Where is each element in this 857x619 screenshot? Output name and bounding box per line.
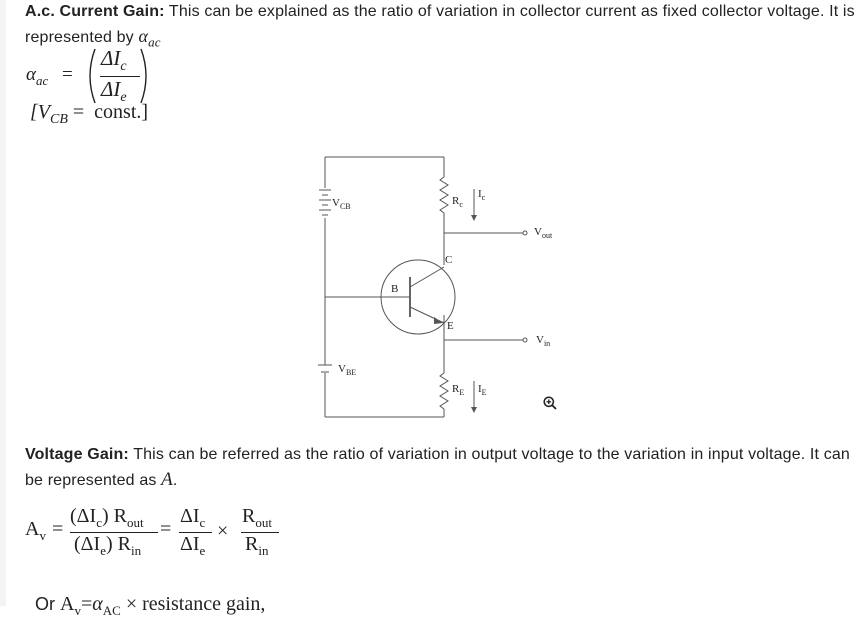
voltage-gain-text: This can be referred as the ratio of var… (25, 446, 850, 489)
or-resistance-gain-line: Or Av=αAC × resistance gain, (35, 593, 266, 618)
emitter-label: E (447, 320, 454, 332)
ie-label: IE (478, 383, 487, 398)
voltage-gain-heading: Voltage Gain: (25, 446, 129, 463)
alpha-ac-symbol: αac (138, 26, 161, 50)
av-fraction-bar-1 (70, 532, 158, 534)
vin-label: Vin (536, 334, 551, 349)
ic-label: Ic (478, 188, 486, 203)
av-denominator-1: (ΔIe) Rin (74, 533, 142, 558)
zoom-in-icon (543, 396, 557, 410)
re-label: RE (452, 383, 465, 398)
ac-current-gain-heading: A.c. Current Gain: (25, 3, 165, 20)
av-numerator-3: Rout (242, 505, 272, 530)
collector-label: C (445, 254, 453, 266)
av-denominator-3: Rin (245, 533, 269, 558)
vbe-label: VBE (338, 363, 357, 378)
left-paren (89, 48, 96, 104)
left-margin-strip (0, 0, 6, 606)
zoom-image-button[interactable] (537, 390, 563, 416)
av-denominator-2: ΔIe (180, 533, 206, 558)
voltage-gain-symbol: A (161, 469, 173, 490)
alpha-ac-numerator: ΔIc (101, 46, 127, 75)
alpha-ac-denominator: ΔIe (101, 77, 127, 106)
av-fraction-bar-3 (241, 532, 279, 534)
ac-current-gain-paragraph: A.c. Current Gain: This can be explained… (25, 0, 855, 55)
voltage-gain-paragraph: Voltage Gain: This can be referred as th… (25, 446, 850, 490)
av-numerator-1: (ΔIc) Rout (70, 505, 144, 530)
fraction-bar (100, 76, 140, 78)
right-paren (140, 48, 147, 104)
av-fraction-bar-2 (179, 532, 212, 534)
vcb-constant-condition: [VCB = const.] (30, 101, 149, 127)
vout-label: Vout (534, 226, 553, 241)
ac-current-gain-text: This can be explained as the ratio of va… (25, 3, 855, 46)
vcb-label: VCB (332, 197, 351, 212)
rc-label: Rc (452, 195, 463, 210)
transistor-circuit-diagram (318, 156, 528, 418)
av-numerator-2: ΔIc (180, 505, 206, 530)
base-label: B (391, 283, 399, 295)
